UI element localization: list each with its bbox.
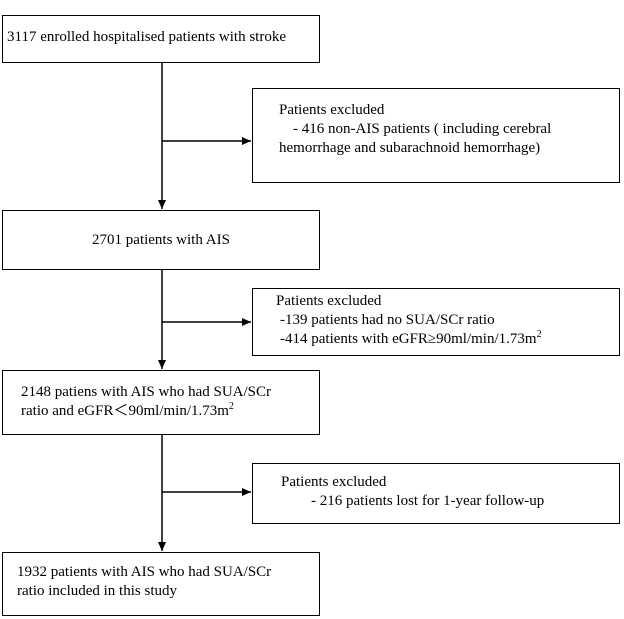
exclusion-box-lost-follow-up-title: Patients excluded — [281, 474, 387, 490]
main-box-ais: 2701 patients with AIS — [2, 210, 320, 270]
main-box-with-ratio-line-2: ratio and eGFR＜90ml/min/1.73m2 — [21, 401, 234, 420]
main-box-included: 1932 patients with AIS who had SUA/SCr r… — [2, 552, 320, 616]
exclusion-box-no-ratio: Patients excluded -139 patients had no S… — [252, 288, 620, 356]
exclusion-box-lost-follow-up-line-1: - 216 patients lost for 1-year follow-up — [311, 493, 545, 509]
main-box-enrolled: 3117 enrolled hospitalised patients with… — [2, 15, 320, 63]
main-box-included-line-1: 1932 patients with AIS who had SUA/SCr — [17, 564, 272, 580]
exclusion-box-no-ratio-line-2: -414 patients with eGFR≥90ml/min/1.73m2 — [280, 329, 542, 348]
exclusion-box-non-ais-title: Patients excluded — [279, 102, 385, 118]
exclusion-box-non-ais: Patients excluded - 416 non-AIS patients… — [252, 88, 620, 183]
exclusion-box-non-ais-line-1: - 416 non-AIS patients ( including cereb… — [293, 121, 552, 137]
main-box-ais-text: 2701 patients with AIS — [92, 232, 230, 248]
main-box-with-ratio: 2148 patiens with AIS who had SUA/SCr ra… — [2, 370, 320, 435]
exclusion-box-non-ais-line-2: hemorrhage and subarachnoid hemorrhage) — [279, 140, 541, 156]
main-box-included-line-2: ratio included in this study — [17, 583, 177, 599]
exclusion-box-no-ratio-superscript: 2 — [536, 329, 542, 340]
exclusion-box-no-ratio-line-1: -139 patients had no SUA/SCr ratio — [280, 312, 495, 328]
main-box-with-ratio-line-1: 2148 patiens with AIS who had SUA/SCr — [21, 384, 272, 400]
main-box-enrolled-text: 3117 enrolled hospitalised patients with… — [7, 29, 286, 45]
exclusion-box-no-ratio-title: Patients excluded — [276, 293, 382, 309]
main-box-with-ratio-superscript: 2 — [228, 401, 234, 412]
exclusion-box-lost-follow-up: Patients excluded - 216 patients lost fo… — [252, 463, 620, 524]
